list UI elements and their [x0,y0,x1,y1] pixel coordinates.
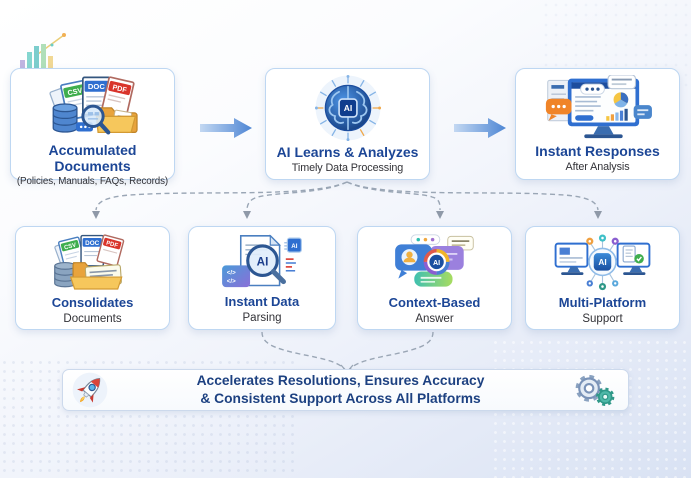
chat-bubbles-ai-icon: AI [390,234,480,293]
documents-stack-icon: CSV DOC PDF [41,74,145,140]
ai-hub-label: AI [598,257,606,267]
code-glyph: </> [226,270,235,277]
multi-device-ai-icon: AI [554,234,651,293]
decorative-bar-chart-icon [16,24,80,74]
flow-arrow-right-icon [198,116,254,140]
magnifier-icon: AI [245,244,286,285]
card-instant-responses: Instant Responses After Analysis [515,68,680,180]
database-icon [53,261,76,288]
user-chat-bubble-icon [394,244,432,279]
right-monitor-icon [616,242,651,276]
csv-label: CSV [66,85,83,97]
card-subtitle: Support [582,312,623,325]
magnifier-icon [80,104,110,135]
gears-icon [572,372,618,408]
ai-ring-icon: AI [423,248,450,275]
card-subtitle: After Analysis [565,161,630,174]
ai-chip-label: AI [343,103,352,113]
ai-brain-icon: AI [314,74,382,142]
pdf-label: PDF [105,240,118,249]
card-multi-platform-support: AI Multi-Platform Support [525,226,680,330]
card-subtitle: Documents [63,312,122,325]
ai-chip-label: AI [291,243,297,250]
card-title: Consolidates [51,295,134,310]
csv-label: CSV [63,243,76,252]
consolidated-documents-icon: CSV DOC PDF [49,234,137,293]
summary-banner: Accelerates Resolutions, Ensures Accurac… [62,369,629,411]
card-subtitle: (Policies, Manuals, FAQs, Records) [16,176,169,188]
card-title: AI Learns & Analyzes [276,144,419,160]
code-glyph: </> [226,278,235,285]
doc-label: DOC [85,240,100,247]
card-title: Instant Responses [535,142,660,159]
card-ai-learns-analyzes: AI AI Learns & Analyzes Timely Data Proc… [265,68,430,180]
card-instant-data-parsing: AI </> </> AI Instant Data Parsing [188,226,336,330]
banner-line-1: Accelerates Resolutions, Ensures Accurac… [196,373,485,389]
folder-icon [69,262,123,290]
card-subtitle: Answer [415,312,454,325]
card-title: Instant Data [224,294,300,309]
ai-magnifier-document-icon: AI </> </> AI [219,234,306,292]
flow-arrow-right-icon [452,116,508,140]
card-accumulated-documents: CSV DOC PDF [10,68,175,187]
ai-ring-label: AI [433,259,440,267]
dashboard-monitor-icon [542,74,654,141]
card-title: Accumulated Documents [48,142,137,175]
ai-hub-icon: AI [588,247,617,277]
pdf-label: PDF [111,82,128,94]
ai-chip-icon: AI [283,237,302,253]
doc-label: DOC [87,82,104,91]
left-monitor-icon [554,242,589,276]
card-title: Context-Based [388,295,481,310]
card-context-based-answer: AI Context-Based Answer [357,226,512,330]
banner-line-2: & Consistent Support Across All Platform… [200,391,481,406]
banner-text: Accelerates Resolutions, Ensures Accurac… [109,372,572,408]
card-subtitle: Parsing [242,311,282,324]
card-consolidates-documents: CSV DOC PDF [15,226,170,330]
database-icon [52,103,78,133]
card-subtitle: Timely Data Processing [291,162,404,175]
card-title: Multi-Platform [558,295,647,310]
rocket-icon [71,371,109,409]
ai-magnifier-label: AI [256,255,268,268]
